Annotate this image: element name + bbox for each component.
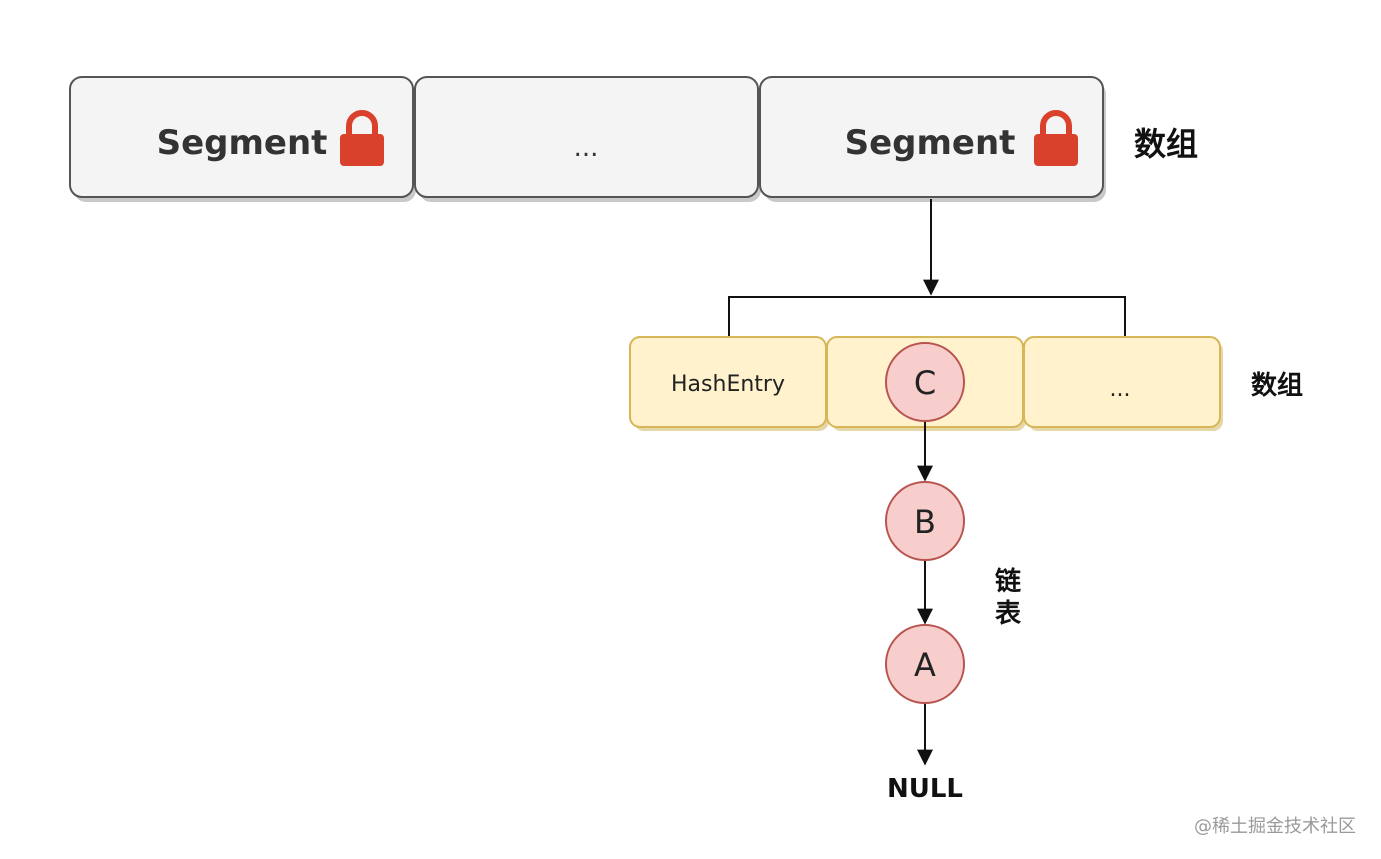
list-node-label: A — [914, 646, 936, 684]
linked-list: C B A NULL 链 表 — [885, 342, 1022, 804]
linked-list-label-line2: 表 — [995, 599, 1022, 629]
segment-label: Segment — [845, 123, 1016, 163]
segment-cell: Segment — [759, 76, 1106, 202]
segment-array-label: 数组 — [1134, 125, 1198, 163]
list-node-c: C — [885, 342, 965, 422]
segment-cell-ellipsis: ... — [414, 76, 761, 202]
lock-icon — [1034, 110, 1078, 166]
watermark: @稀土掘金技术社区 — [1194, 816, 1356, 837]
list-node-b: B — [885, 481, 965, 561]
hashentry-label: HashEntry — [671, 372, 785, 397]
lock-icon — [340, 110, 384, 166]
list-node-label: B — [914, 503, 936, 541]
list-node-label: C — [914, 364, 936, 402]
segment-ellipsis-label: ... — [574, 133, 599, 163]
hashentry-ellipsis-label: ... — [1110, 377, 1131, 402]
hashentry-array-label: 数组 — [1251, 370, 1303, 401]
hashentry-cell: HashEntry — [629, 336, 829, 431]
null-terminal: NULL — [887, 774, 963, 804]
hashentry-array: HashEntry ... 数组 — [629, 336, 1303, 431]
list-node-a: A — [885, 624, 965, 704]
segment-cell: Segment — [69, 76, 416, 202]
hashentry-cell-ellipsis: ... — [1023, 336, 1223, 431]
segment-to-hashentry-connector — [728, 199, 1126, 336]
segment-label: Segment — [157, 123, 328, 163]
linked-list-label-line1: 链 — [995, 566, 1021, 597]
segment-array: Segment ... Segment 数组 — [69, 76, 1198, 202]
